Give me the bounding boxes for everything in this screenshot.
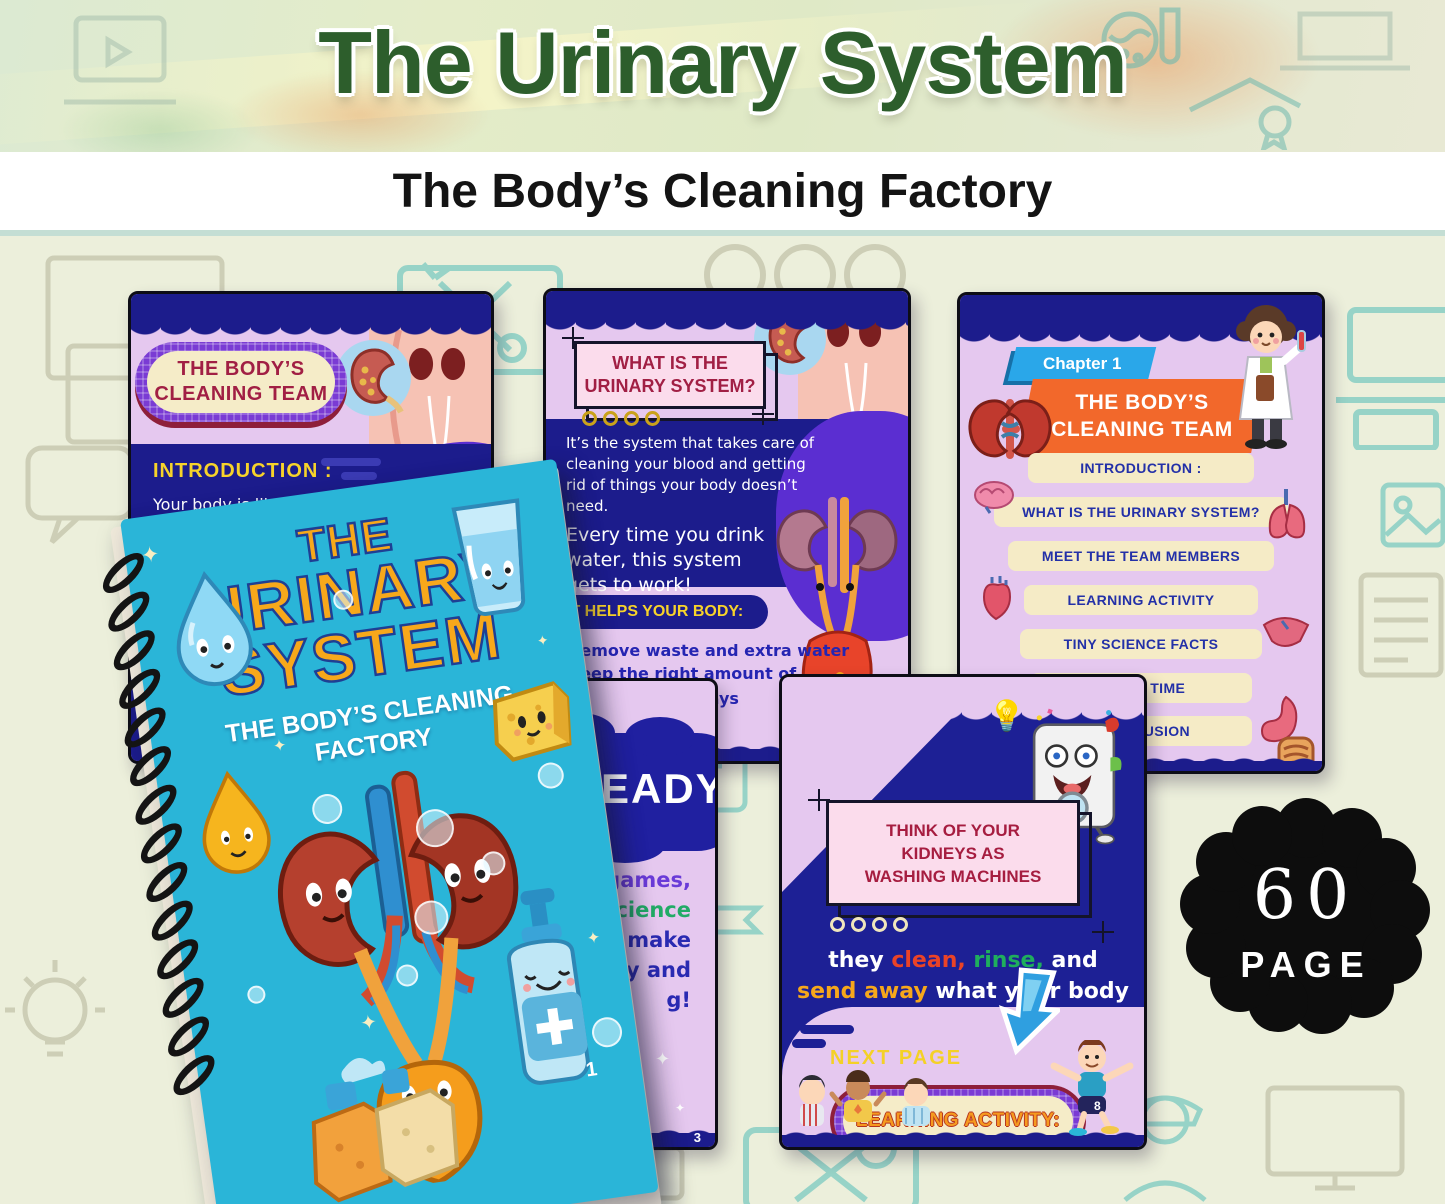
speed-dash [792, 1039, 826, 1048]
sponge-icon [476, 668, 588, 776]
toc-row: LEARNING ACTIVITY [1024, 585, 1258, 615]
urine-drop-icon [184, 762, 285, 888]
notebook-cover: THE URINARY SYSTEM THE BODY’S CLEANING F… [96, 458, 659, 1204]
lightbulb-doodle-icon [0, 950, 110, 1090]
kidney-closeup-icon [335, 340, 411, 416]
water-glass-icon [439, 493, 547, 628]
wave-band [131, 322, 491, 342]
crosshair-icon [1092, 921, 1114, 943]
title-ring: THE BODY’S CLEANING TEAM [135, 342, 347, 422]
water-drop-icon [156, 562, 268, 699]
page2-title-line1: WHAT IS THE [612, 353, 728, 373]
page3-title-line1: THE BODY’S [1075, 391, 1209, 414]
page5-title-line1: THINK OF YOUR [886, 820, 1020, 840]
list-doodle-icon [1356, 570, 1445, 680]
jumping-boy-illustration: 8 [1046, 1038, 1138, 1141]
scientist-icon [1216, 301, 1316, 456]
paint-splash [230, 70, 490, 152]
laptop-doodle-icon [60, 10, 180, 120]
toc-row: TINY SCIENCE FACTS [1020, 629, 1262, 659]
subtitle-band: The Body’s Cleaning Factory [0, 152, 1445, 230]
page2-paragraph2: Every time you drink water, this system … [566, 524, 765, 596]
speed-dash [341, 472, 377, 480]
bullet-1: ·Remove waste and extra water [562, 641, 850, 660]
sparkle-icon: ✦ [655, 1049, 671, 1069]
helps-band: IT HELPS YOUR BODY: [546, 595, 768, 629]
page-number: 3 [693, 1130, 701, 1145]
chapter-title-banner: THE BODY’S CLEANING TEAM [1018, 379, 1266, 453]
page5-title-line2: KIDNEYS AS [901, 843, 1005, 863]
wave-band [546, 291, 908, 317]
soap-bars-icon [283, 1038, 483, 1204]
monitor3-doodle-icon [1260, 1080, 1410, 1200]
page1-title-line2: CLEANING TEAM [154, 383, 328, 405]
shorts-number: 8 [1094, 1099, 1101, 1113]
chapter-badge: Chapter 1 [1007, 347, 1157, 381]
brain-icon [972, 479, 1016, 520]
wave-band [546, 317, 908, 337]
crosshair-icon [808, 789, 830, 811]
poster-subtitle: The Body’s Cleaning Factory [392, 164, 1053, 218]
laptop-doodle-icon [1270, 6, 1420, 76]
title-box: THINK OF YOUR KIDNEYS AS WASHING MACHINE… [826, 800, 1080, 906]
dots-ornament [582, 411, 660, 426]
page5-title-line3: WASHING MACHINES [864, 866, 1042, 886]
sparkle-icon: ✦ [535, 631, 550, 650]
speed-dash [321, 458, 381, 466]
sparkle-icon: ✦ [675, 1101, 686, 1115]
light-bulb-icon: 💡 [988, 700, 1026, 733]
speed-dash [800, 1025, 854, 1034]
dots-ornament [830, 917, 908, 932]
sparkle-icon: ✦ [359, 1011, 379, 1036]
beaker-doodle-icon [1090, 2, 1200, 92]
heart-icon [978, 575, 1018, 628]
scalloped-seal [1180, 798, 1430, 1034]
stomach-icon [1256, 693, 1302, 750]
page2-title-line2: URINARY SYSTEM? [584, 376, 756, 396]
toc-row: INTRODUCTION : [1028, 453, 1254, 483]
chapter-label: Chapter 1 [1042, 354, 1122, 373]
badge-label: PAGE [1240, 944, 1372, 985]
award-doodle-icon [1180, 70, 1310, 150]
page4-headline: EADY [601, 765, 718, 812]
crosshair-icon [752, 403, 774, 425]
helps-label: IT HELPS YOUR BODY: [566, 603, 744, 620]
wave-band [782, 1135, 1144, 1147]
paint-splash [990, 0, 1320, 140]
liver-icon [1260, 611, 1312, 656]
sparkle-icon: ✦ [271, 737, 288, 756]
photo-doodle-icon [1378, 480, 1445, 550]
soap-dispenser-icon [476, 879, 613, 1097]
page4-line: g! [666, 988, 691, 1012]
toc-row: WHAT IS THE URINARY SYSTEM? [994, 497, 1288, 527]
kids-illustration [788, 1070, 968, 1139]
kidneys-icon [962, 393, 1058, 470]
next-page-label: NEXT PAGE [830, 1047, 963, 1069]
lungs-icon [1264, 485, 1312, 546]
paint-splash [60, 90, 260, 152]
page1-title-line1: THE BODY’S [177, 358, 305, 380]
page2-paragraph1: It’s the system that takes care of clean… [566, 434, 815, 515]
divider-strip [0, 230, 1445, 236]
page3-title-line2: CLEANING TEAM [1051, 418, 1233, 441]
wave-band [960, 329, 1322, 349]
crosshair-icon [562, 327, 584, 349]
wave-band [131, 294, 491, 322]
wave-band [782, 1115, 1144, 1135]
toc-row: MEET THE TEAM MEMBERS [1008, 541, 1274, 571]
arrow-down-icon [982, 965, 1064, 1070]
sparkle-icon: ✦ [585, 929, 602, 949]
title-box: WHAT IS THE URINARY SYSTEM? [574, 341, 766, 409]
badge-count: 60 [1252, 856, 1360, 935]
laptop-doodle-icon [1330, 300, 1445, 450]
preview-page-what-is: WHAT IS THE URINARY SYSTEM? It’s the sys… [543, 288, 911, 764]
poster-title: The Urinary System [318, 13, 1128, 112]
page-count-badge: 60 PAGE [1180, 798, 1432, 1042]
header: The Urinary System [0, 0, 1445, 152]
intro-label: INTRODUCTION : [153, 460, 333, 482]
preview-page-washing-machines: 💡 THINK OF YOUR KI [779, 674, 1147, 1150]
